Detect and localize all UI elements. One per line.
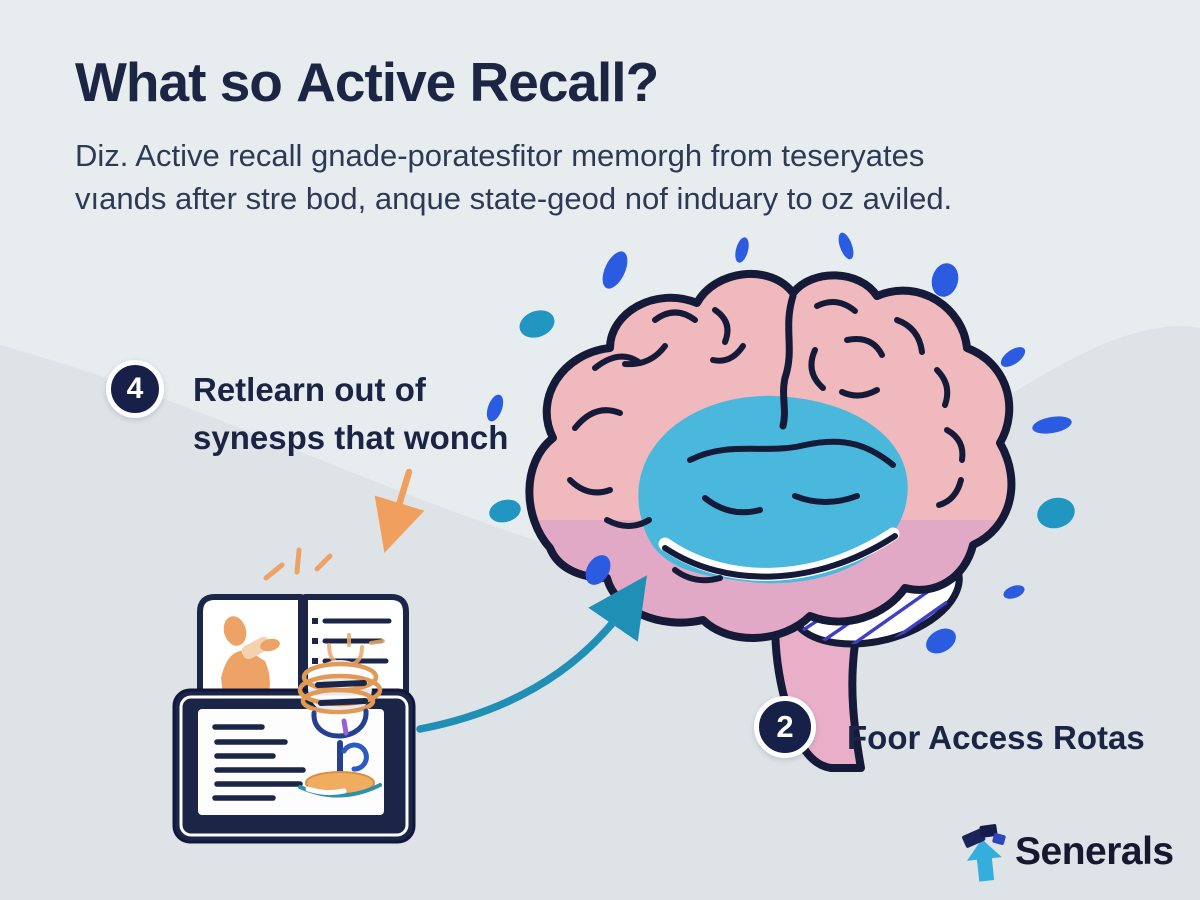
step-number: 4: [126, 372, 144, 405]
step-badge-4: 4: [106, 360, 164, 418]
orange-sparkle-burst: [263, 547, 333, 581]
subtitle-line-1: Diz. Active recall gnade-poratesfitor me…: [75, 138, 925, 173]
orange-arrow: [374, 468, 425, 553]
subtitle-line-2: vıands after stre bod, anque state-geod …: [75, 181, 953, 216]
arrow-up-logo-icon: [962, 824, 1006, 882]
step-4-line-2: synesps that wonch: [193, 419, 509, 456]
page-title: What so Active Recall?: [75, 50, 975, 114]
brand-logo: Senerals: [960, 820, 1174, 884]
teal-curved-arrow: [416, 575, 647, 733]
page-subtitle: Diz. Active recall gnade-poratesfitor me…: [75, 134, 975, 220]
step-2-label: Foor Access Rotas: [847, 719, 1145, 756]
title-regular: What so: [75, 51, 297, 113]
title-bold: Active Recall?: [296, 51, 659, 113]
brand-name: Senerals: [1015, 830, 1174, 873]
goblet-doodle: [297, 660, 383, 798]
step-number: 2: [776, 709, 794, 744]
tablet-notes-illustration: [172, 660, 416, 844]
step-4-line-1: Retlearn out of: [193, 371, 426, 408]
step-badge-2: 2: [754, 696, 816, 758]
dot-group: [486, 232, 1075, 654]
note-lines: [212, 724, 306, 801]
figure-sketch: [221, 616, 280, 695]
step-4-label: Retlearn out of synesps that wonch: [193, 366, 523, 462]
